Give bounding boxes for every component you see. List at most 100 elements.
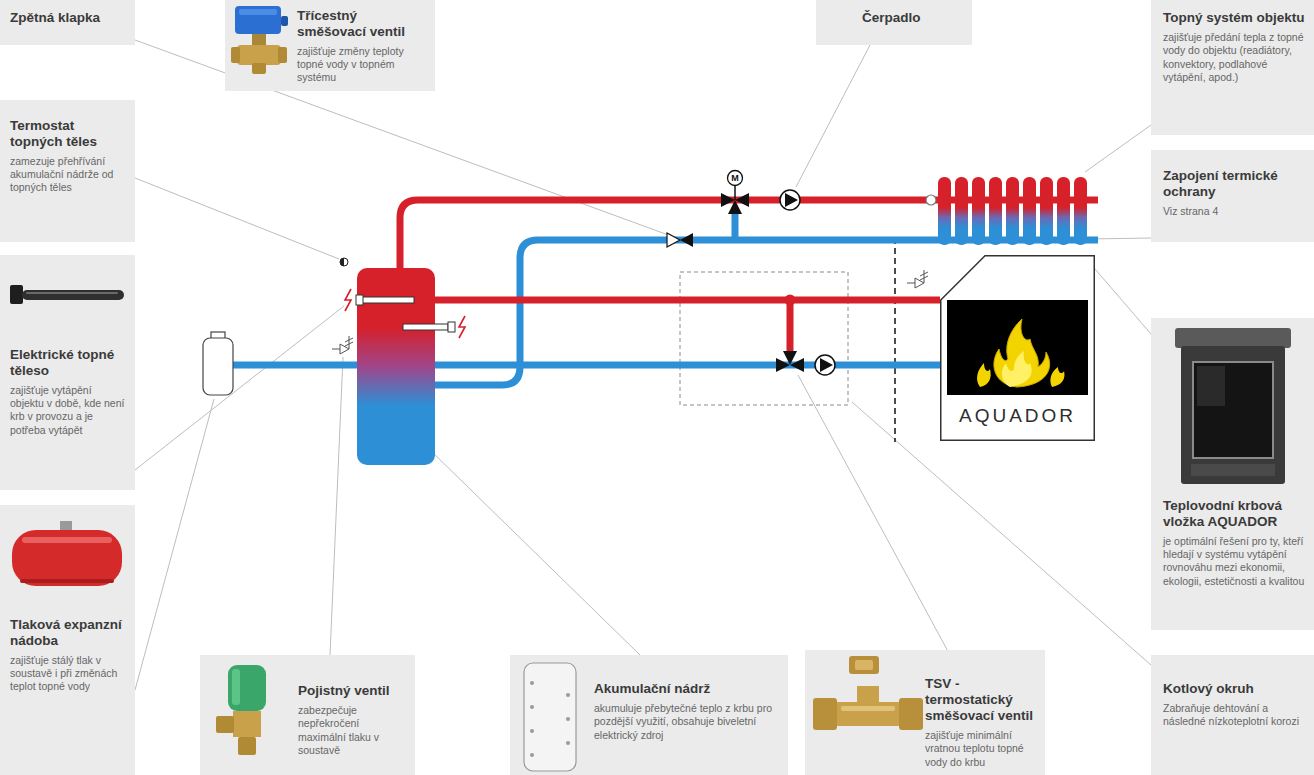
fireplace-outline bbox=[977, 363, 991, 387]
brass-fittings-photo bbox=[857, 686, 879, 704]
radiator bbox=[1074, 177, 1087, 245]
leader-lines bbox=[1085, 125, 1151, 172]
radiator bbox=[1006, 177, 1019, 245]
logo-text: AQUADOR bbox=[946, 405, 1089, 428]
pipes bbox=[400, 200, 925, 268]
three-way-valve-symbol bbox=[728, 200, 742, 214]
radiator bbox=[1057, 177, 1070, 245]
safety-valve-symbol bbox=[924, 270, 925, 283]
callout-description: zabezpečuje nepřekročení maximální tlaku… bbox=[298, 704, 409, 758]
radiator bbox=[938, 177, 951, 245]
mixing-valve-photo bbox=[252, 63, 266, 74]
fireplace-outline bbox=[941, 256, 1095, 441]
leader-line bbox=[1095, 269, 1151, 334]
callout-title: Teplovodní krbová vložka AQUADOR bbox=[1163, 498, 1306, 530]
mixing-valve-photo bbox=[237, 45, 281, 65]
safety-valve-photo bbox=[228, 665, 266, 711]
leader-lines bbox=[130, 40, 1151, 690]
fireplace-insert-photo bbox=[1197, 366, 1225, 406]
callout-description: zajišťuje vytápění objektu v době, kde n… bbox=[10, 384, 127, 438]
callout-title: Topný systém objektu bbox=[1163, 10, 1306, 26]
expansion-vessel-symbol bbox=[203, 338, 233, 395]
pump-symbol bbox=[815, 355, 835, 375]
heater-rod-photo bbox=[0, 255, 135, 335]
three-way-valve-symbol bbox=[734, 186, 736, 200]
three-way-valve-symbol bbox=[721, 171, 749, 215]
callout-title: Zpětná klapka bbox=[10, 10, 127, 26]
callout-title: Akumulační nádrž bbox=[594, 681, 780, 697]
tank-photo bbox=[566, 717, 570, 721]
safety-valve-photo bbox=[233, 711, 261, 737]
radiator bbox=[1040, 177, 1053, 245]
expansion-vessel-photo bbox=[20, 579, 114, 583]
callout-description: zajišťuje změny teploty topné vody v top… bbox=[297, 45, 429, 85]
leader-lines bbox=[135, 399, 214, 690]
safety-valve-photo bbox=[200, 655, 295, 775]
callout-title: TSV - termostatický směšovací ventil bbox=[925, 676, 1039, 723]
brass-fittings-photo bbox=[835, 702, 901, 726]
pump-symbol bbox=[780, 190, 800, 210]
safety-valve-photo bbox=[232, 669, 240, 705]
safety-valve-symbol bbox=[340, 344, 349, 354]
tank-photo bbox=[566, 693, 570, 697]
pipes bbox=[435, 362, 940, 369]
fireplace-outline bbox=[947, 300, 1088, 395]
pump-symbol bbox=[815, 355, 835, 375]
leader-lines bbox=[135, 306, 344, 470]
radiator bbox=[925, 177, 1098, 245]
tank-photo bbox=[530, 681, 534, 685]
brass-fittings-photo bbox=[899, 698, 923, 730]
pump-symbol bbox=[785, 193, 798, 207]
accumulation-tank bbox=[357, 268, 435, 465]
safety-valve-symbol bbox=[332, 349, 340, 350]
safety-valve-symbol bbox=[907, 270, 928, 288]
check-valve-symbol bbox=[680, 233, 693, 247]
pipes bbox=[233, 362, 357, 369]
leader-lines bbox=[428, 448, 640, 655]
pipes bbox=[732, 212, 739, 240]
fireplace-outline bbox=[1002, 351, 1032, 387]
tank-photo bbox=[566, 741, 570, 745]
accumulation-tank bbox=[403, 324, 448, 330]
three-way-valve-symbol bbox=[728, 171, 743, 186]
brass-fittings-photo bbox=[805, 650, 925, 770]
tank-photo bbox=[530, 729, 534, 733]
callout-description: Zabraňuje dehtování a následné nízkotepl… bbox=[1163, 702, 1306, 729]
tank-photo bbox=[510, 655, 594, 775]
callout-title: Čerpadlo bbox=[862, 10, 964, 26]
junction-dot bbox=[785, 295, 796, 306]
mixing-valve-photo bbox=[239, 9, 277, 15]
callout-description: je optimální řešení pro ty, kteří hledaj… bbox=[1163, 535, 1306, 589]
heater-rod-photo bbox=[22, 290, 124, 300]
mixing-valve-photo bbox=[225, 0, 295, 78]
fireplace-insert-photo bbox=[1175, 328, 1291, 348]
callout-panel: Elektrické topné těleso zajišťuje vytápěn… bbox=[0, 255, 135, 490]
tank-photo bbox=[530, 753, 534, 757]
callout-title: Elektrické topné těleso bbox=[10, 347, 127, 379]
callout-panel: Pojistný ventilzabezpečuje nepřekročení … bbox=[200, 655, 415, 775]
heater-rod-photo bbox=[10, 285, 23, 304]
check-valve-symbol bbox=[667, 233, 693, 247]
accumulation-tank bbox=[345, 289, 351, 311]
callout-panel: Akumulační nádržakumuluje přebytečné tep… bbox=[510, 655, 788, 775]
expansion-vessel-photo bbox=[12, 530, 122, 586]
callout-description: zajišťuje stálý tlak v soustavě i při zm… bbox=[10, 654, 127, 694]
pipes bbox=[233, 200, 940, 385]
heater-rod-photo bbox=[26, 292, 118, 294]
callout-title: Zapojení termické ochrany bbox=[1163, 168, 1306, 200]
callout-panel: Čerpadlo bbox=[816, 0, 972, 45]
mixing-valve-photo bbox=[231, 47, 240, 63]
callout-panel: Zpětná klapka bbox=[0, 0, 135, 45]
accumulation-tank bbox=[459, 316, 465, 338]
brass-fittings-photo bbox=[855, 660, 873, 670]
mixing-valve-photo bbox=[235, 6, 281, 34]
callout-description: zamezuje přehřívání akumulační nádrže od… bbox=[10, 155, 127, 195]
pump-symbol bbox=[820, 358, 833, 372]
safety-valve-symbol bbox=[349, 336, 350, 349]
fireplace-insert-photo bbox=[1151, 318, 1314, 493]
accumulation-tank bbox=[362, 297, 414, 303]
dashed-frames bbox=[680, 238, 895, 442]
expansion-vessel-photo bbox=[0, 505, 135, 605]
callout-title: Termostat topných těles bbox=[10, 118, 127, 150]
